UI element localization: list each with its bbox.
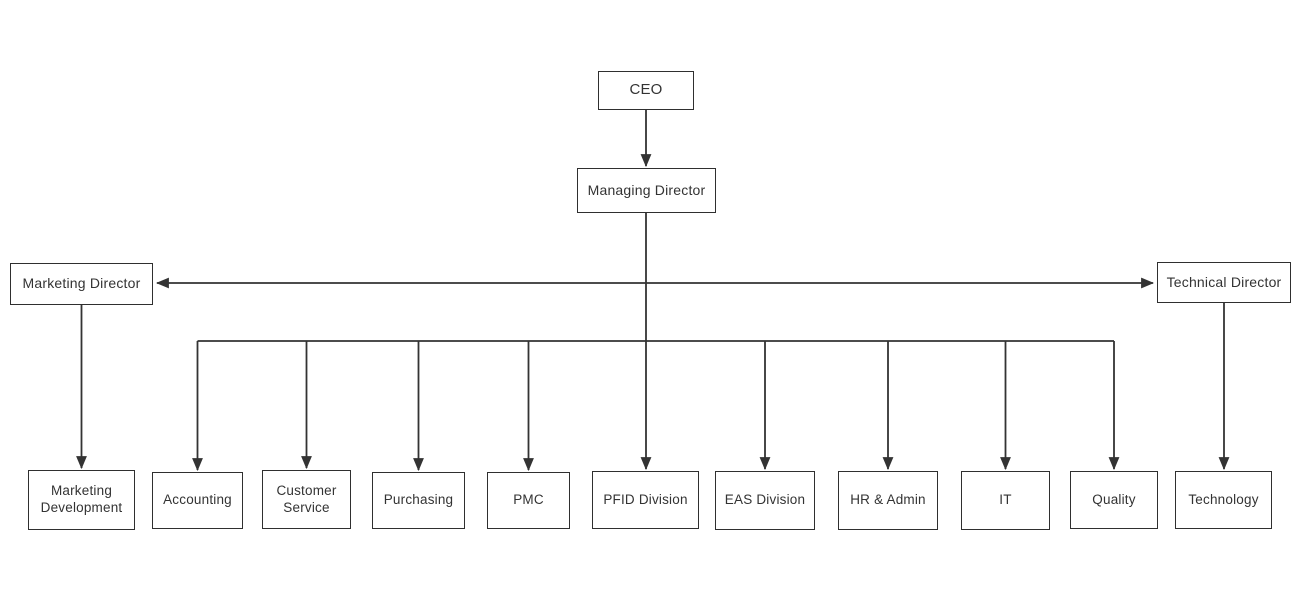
node-technical-director-label: Technical Director (1166, 273, 1282, 290)
node-pmc-label: PMC (513, 492, 544, 508)
node-ceo-label: CEO (629, 81, 663, 99)
node-it-label: IT (999, 492, 1012, 508)
node-it: IT (961, 471, 1050, 530)
node-pfid-division-label: PFID Division (603, 491, 688, 507)
node-pmc: PMC (487, 472, 570, 529)
node-marketing-director-label: Marketing Director (22, 275, 141, 292)
node-accounting: Accounting (152, 472, 243, 529)
node-purchasing-label: Purchasing (383, 492, 454, 508)
node-hr-admin-label: HR & Admin (850, 492, 926, 508)
node-marketing-director: Marketing Director (10, 263, 153, 305)
node-managing-director-label: Managing Director (587, 181, 706, 198)
node-technology-label: Technology (1188, 491, 1259, 507)
node-accounting-label: Accounting (163, 492, 232, 508)
node-eas-division: EAS Division (715, 471, 815, 530)
node-managing-director: Managing Director (577, 168, 716, 213)
node-pfid-division: PFID Division (592, 471, 699, 529)
node-technology: Technology (1175, 471, 1272, 529)
node-ceo: CEO (598, 71, 694, 110)
node-quality-label: Quality (1092, 491, 1136, 507)
node-marketing-development: Marketing Development (28, 470, 135, 530)
node-purchasing: Purchasing (372, 472, 465, 529)
node-customer-service-label: Customer Service (276, 482, 337, 515)
node-quality: Quality (1070, 471, 1158, 529)
node-marketing-development-label: Marketing Development (40, 483, 123, 515)
node-customer-service: Customer Service (262, 470, 351, 529)
node-eas-division-label: EAS Division (724, 492, 806, 508)
node-hr-admin: HR & Admin (838, 471, 938, 530)
node-technical-director: Technical Director (1157, 262, 1291, 303)
